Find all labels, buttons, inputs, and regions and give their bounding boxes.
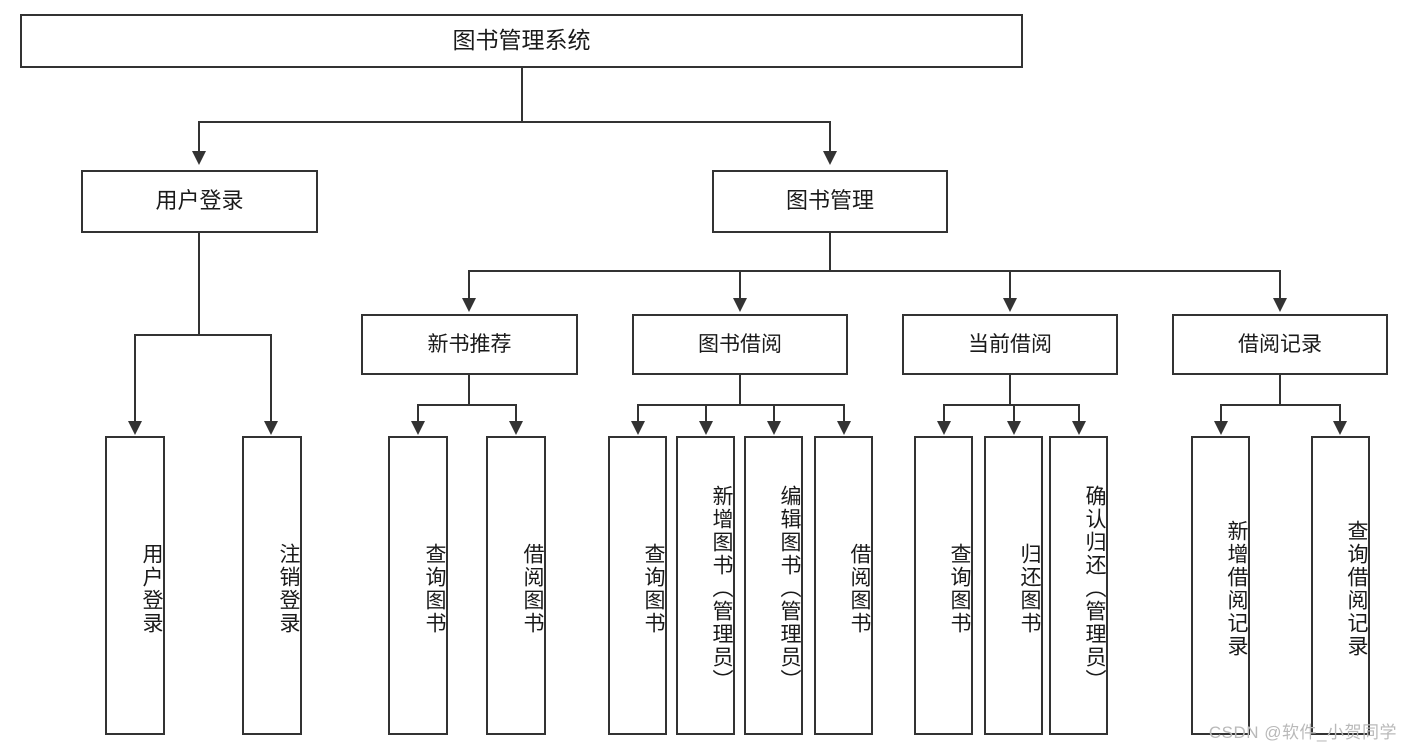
watermark: CSDN @软件_小贺同学 <box>1208 723 1397 742</box>
node-label: 归还图书 <box>1018 542 1041 635</box>
connector-borrow-record-child-1 <box>1220 404 1222 422</box>
node-label: 用户登录 <box>155 188 244 214</box>
arrow-book-manage-child-1 <box>462 298 476 312</box>
node-label: 借阅记录 <box>1238 332 1322 356</box>
connector-borrow-record-child-2 <box>1339 404 1341 422</box>
connector-book-manage-child-1 <box>468 270 470 299</box>
leaf-recommend-borrow-book: 借阅图书 <box>486 436 546 735</box>
node-label: 新书推荐 <box>427 332 512 356</box>
connector-user-login-stem <box>198 233 200 335</box>
connector-user-login-child-2 <box>270 334 272 422</box>
connector-root-bar <box>198 121 831 123</box>
connector-borrow-record-stem <box>1279 375 1281 405</box>
node-user-login: 用户登录 <box>81 170 318 233</box>
node-label: 图书管理 <box>785 188 874 214</box>
node-book-borrow: 图书借阅 <box>632 314 848 375</box>
connector-root-stem <box>521 68 523 122</box>
connector-book-borrow-stem <box>739 375 741 405</box>
node-current-borrow: 当前借阅 <box>902 314 1118 375</box>
node-label: 查询借阅记录 <box>1345 519 1368 658</box>
connector-book-borrow-child-4 <box>843 404 845 422</box>
connector-book-manage-stem <box>829 233 831 271</box>
connector-book-manage-bar <box>468 270 1280 272</box>
arrow-current-borrow-child-2 <box>1007 421 1021 435</box>
connector-book-manage-child-4 <box>1279 270 1281 299</box>
node-label: 新增图书（管理员） <box>710 485 733 692</box>
arrow-book-manage-child-4 <box>1273 298 1287 312</box>
connector-book-manage-child-2 <box>739 270 741 299</box>
leaf-borrow-edit-book-admin: 编辑图书（管理员） <box>744 436 803 735</box>
leaf-borrow-query-book: 查询图书 <box>608 436 667 735</box>
node-label: 图书借阅 <box>698 332 782 356</box>
leaf-current-query-book: 查询图书 <box>914 436 973 735</box>
node-label: 借阅图书 <box>521 542 544 635</box>
connector-current-borrow-child-2 <box>1013 404 1015 422</box>
arrow-book-manage-child-3 <box>1003 298 1017 312</box>
arrow-current-borrow-child-3 <box>1072 421 1086 435</box>
leaf-current-return-book: 归还图书 <box>984 436 1043 735</box>
connector-new-book-bar <box>417 404 517 406</box>
node-label: 确认归还（管理员） <box>1083 485 1106 692</box>
connector-current-borrow-child-1 <box>943 404 945 422</box>
arrow-book-borrow-child-3 <box>767 421 781 435</box>
connector-current-borrow-bar <box>943 404 1079 406</box>
leaf-current-confirm-return-admin: 确认归还（管理员） <box>1049 436 1108 735</box>
node-label: 查询图书 <box>642 542 665 635</box>
node-borrow-record: 借阅记录 <box>1172 314 1388 375</box>
node-label: 注销登录 <box>277 542 300 635</box>
leaf-recommend-query-book: 查询图书 <box>388 436 448 735</box>
leaf-borrow-borrow-book: 借阅图书 <box>814 436 873 735</box>
node-book-manage: 图书管理 <box>712 170 948 233</box>
arrow-book-manage-child-2 <box>733 298 747 312</box>
arrow-current-borrow-child-1 <box>937 421 951 435</box>
node-label: 查询图书 <box>423 542 446 635</box>
arrow-borrow-record-child-1 <box>1214 421 1228 435</box>
node-label: 新增借阅记录 <box>1225 519 1248 658</box>
arrow-new-book-child-1 <box>411 421 425 435</box>
arrow-book-borrow-child-2 <box>699 421 713 435</box>
arrow-borrow-record-child-2 <box>1333 421 1347 435</box>
connector-to-user-login <box>198 121 200 151</box>
arrow-user-login-child-1 <box>128 421 142 435</box>
arrow-new-book-child-2 <box>509 421 523 435</box>
arrow-user-login-child-2 <box>264 421 278 435</box>
node-root-system: 图书管理系统 <box>20 14 1023 68</box>
connector-current-borrow-child-3 <box>1078 404 1080 422</box>
connector-book-borrow-child-2 <box>705 404 707 422</box>
arrow-book-borrow-child-4 <box>837 421 851 435</box>
node-label: 借阅图书 <box>848 542 871 635</box>
connector-new-book-stem <box>468 375 470 405</box>
connector-user-login-child-1 <box>134 334 136 422</box>
arrow-book-borrow-child-1 <box>631 421 645 435</box>
node-label: 图书管理系统 <box>452 27 591 54</box>
node-label: 用户登录 <box>140 542 163 635</box>
leaf-borrow-add-book-admin: 新增图书（管理员） <box>676 436 735 735</box>
connector-book-manage-child-3 <box>1009 270 1011 299</box>
connector-new-book-child-1 <box>417 404 419 422</box>
leaf-record-query-borrow-record: 查询借阅记录 <box>1311 436 1370 735</box>
leaf-user-login: 用户登录 <box>105 436 165 735</box>
node-new-book-recommend: 新书推荐 <box>361 314 578 375</box>
connector-to-book-manage <box>829 121 831 151</box>
node-label: 编辑图书（管理员） <box>778 485 801 692</box>
connector-book-borrow-child-3 <box>773 404 775 422</box>
arrow-to-user-login <box>192 151 206 165</box>
leaf-user-logout: 注销登录 <box>242 436 302 735</box>
node-label: 当前借阅 <box>968 332 1052 356</box>
connector-book-borrow-child-1 <box>637 404 639 422</box>
connector-borrow-record-bar <box>1220 404 1341 406</box>
arrow-to-book-manage <box>823 151 837 165</box>
connector-user-login-bar <box>134 334 271 336</box>
connector-new-book-child-2 <box>515 404 517 422</box>
connector-book-borrow-bar <box>637 404 844 406</box>
leaf-record-add-borrow-record: 新增借阅记录 <box>1191 436 1250 735</box>
connector-current-borrow-stem <box>1009 375 1011 405</box>
node-label: 查询图书 <box>948 542 971 635</box>
